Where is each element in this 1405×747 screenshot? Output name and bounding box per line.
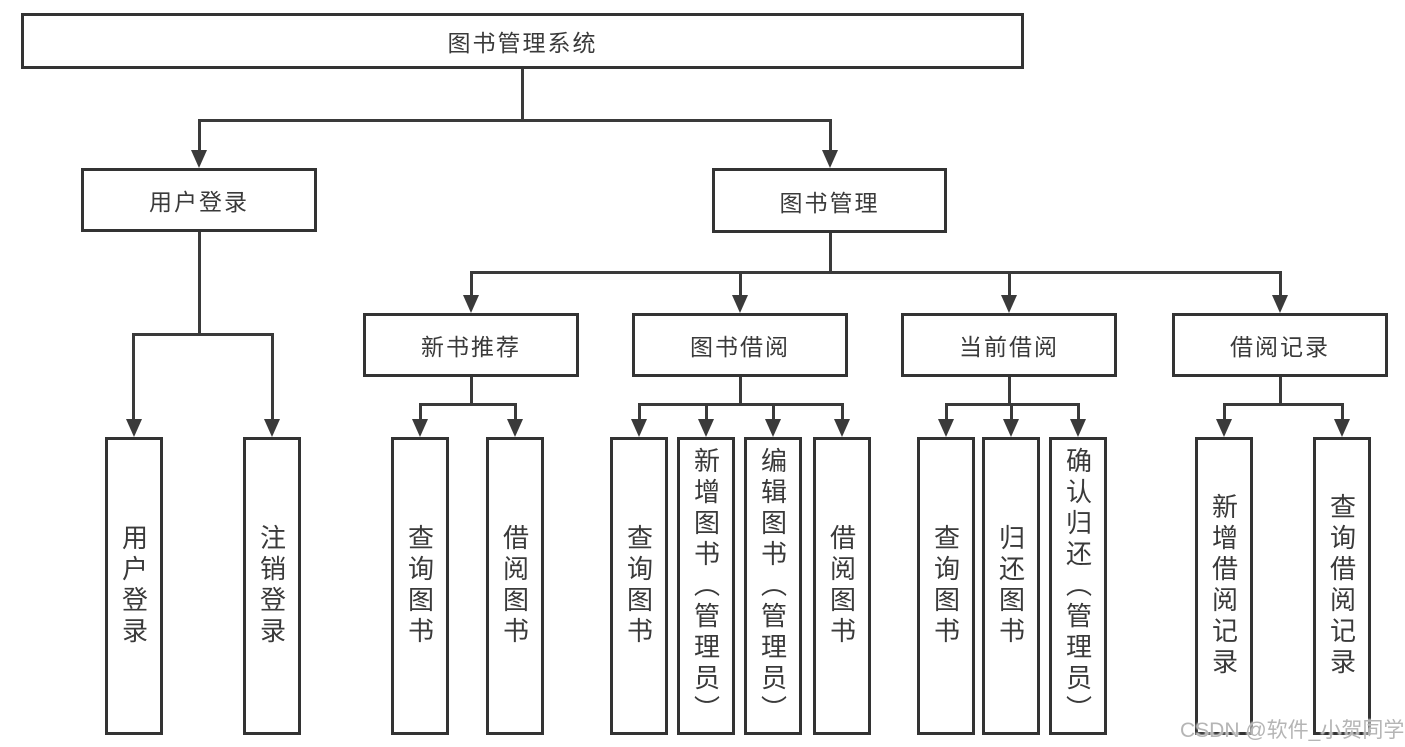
tree-line-v	[418, 403, 422, 421]
node-label: 借阅记录	[1230, 334, 1330, 360]
tree-line-v	[1340, 403, 1344, 421]
tree-line-v	[469, 377, 473, 406]
node-label: 新增图书（管理员）	[690, 446, 721, 726]
leaf-borrow-query-book: 查询图书	[610, 437, 668, 735]
node-label: 借阅图书	[826, 524, 857, 648]
node-label: 借阅图书	[499, 524, 530, 648]
arrowhead-icon	[698, 419, 714, 437]
csdn-watermark: CSDN @软件_小贺同学	[1180, 719, 1405, 742]
node-label: 当前借阅	[959, 334, 1059, 360]
arrowhead-icon	[732, 295, 748, 313]
arrowhead-icon	[1216, 419, 1232, 437]
leaf-current-query-book: 查询图书	[917, 437, 975, 735]
node-borrow-records: 借阅记录	[1172, 313, 1388, 377]
arrowhead-icon	[507, 419, 523, 437]
leaf-records-add-record: 新增借阅记录	[1195, 437, 1253, 735]
node-label: 图书管理系统	[447, 30, 598, 56]
leaf-borrow-edit-book-admin: 编辑图书（管理员）	[744, 437, 802, 735]
arrowhead-icon	[1070, 419, 1086, 437]
tree-line-v	[738, 271, 742, 297]
tree-line-v	[197, 119, 201, 151]
node-label: 用户登录	[149, 189, 249, 215]
tree-line-h	[1222, 403, 1344, 406]
node-label: 编辑图书（管理员）	[757, 446, 788, 726]
node-label: 查询图书	[404, 524, 435, 648]
leaf-recommend-borrow-book: 借阅图书	[486, 437, 544, 735]
tree-line-v	[1278, 271, 1282, 297]
node-label: 用户登录	[118, 524, 149, 648]
tree-line-v	[1007, 377, 1011, 406]
tree-line-v	[771, 403, 775, 421]
arrowhead-icon	[125, 419, 142, 437]
tree-line-h	[469, 271, 1282, 274]
tree-line-v	[704, 403, 708, 421]
tree-line-v	[197, 232, 201, 336]
tree-line-v	[738, 377, 742, 406]
node-label: 确认归还（管理员）	[1062, 446, 1093, 726]
node-label: 查询图书	[623, 524, 654, 648]
arrowhead-icon	[1001, 295, 1017, 313]
tree-line-v	[944, 403, 948, 421]
tree-line-h	[132, 333, 274, 336]
leaf-borrow-add-book-admin: 新增图书（管理员）	[677, 437, 735, 735]
arrowhead-icon	[834, 419, 850, 437]
node-current-borrow: 当前借阅	[901, 313, 1117, 377]
node-label: 注销登录	[256, 524, 287, 648]
leaf-borrow-borrow-book: 借阅图书	[813, 437, 871, 735]
arrowhead-icon	[1003, 419, 1019, 437]
leaf-records-query-record: 查询借阅记录	[1313, 437, 1371, 735]
tree-line-h	[418, 403, 517, 406]
tree-line-v	[132, 333, 135, 421]
tree-line-v	[828, 233, 832, 274]
node-label: 图书管理	[779, 189, 880, 216]
tree-line-v	[520, 69, 524, 122]
node-book-borrow: 图书借阅	[632, 313, 848, 377]
node-label: 新书推荐	[421, 334, 521, 360]
node-label: 图书借阅	[690, 334, 790, 360]
tree-line-v	[270, 333, 274, 421]
arrowhead-icon	[191, 150, 207, 168]
arrowhead-icon	[1272, 295, 1288, 313]
node-label: 查询借阅记录	[1326, 493, 1357, 679]
node-user-login-branch: 用户登录	[81, 168, 317, 232]
leaf-recommend-query-book: 查询图书	[391, 437, 449, 735]
tree-line-v	[828, 119, 832, 151]
node-label: 查询图书	[930, 524, 961, 648]
tree-line-v	[513, 403, 517, 421]
leaf-current-confirm-return-admin: 确认归还（管理员）	[1049, 437, 1107, 735]
leaf-logout: 注销登录	[243, 437, 301, 735]
node-new-book-recommend: 新书推荐	[363, 313, 579, 377]
leaf-user-login: 用户登录	[105, 437, 163, 735]
tree-line-v	[1007, 271, 1011, 297]
tree-line-v	[1009, 403, 1013, 421]
node-book-management: 图书管理	[712, 168, 947, 233]
tree-line-h	[197, 119, 832, 122]
arrowhead-icon	[822, 150, 838, 168]
tree-line-v	[1222, 403, 1226, 421]
tree-line-v	[840, 403, 844, 421]
tree-line-v	[1076, 403, 1080, 421]
tree-line-v	[637, 403, 641, 421]
tree-line-h	[637, 403, 844, 406]
arrowhead-icon	[765, 419, 781, 437]
tree-line-v	[469, 271, 473, 297]
leaf-current-return-book: 归还图书	[982, 437, 1040, 735]
node-label: 归还图书	[995, 524, 1026, 648]
arrowhead-icon	[631, 419, 647, 437]
arrowhead-icon	[412, 419, 428, 437]
arrowhead-icon	[264, 419, 280, 437]
arrowhead-icon	[1334, 419, 1350, 437]
arrowhead-icon	[463, 295, 479, 313]
node-root: 图书管理系统	[21, 13, 1024, 69]
tree-line-v	[1278, 377, 1282, 406]
arrowhead-icon	[938, 419, 954, 437]
node-label: 新增借阅记录	[1208, 493, 1239, 679]
